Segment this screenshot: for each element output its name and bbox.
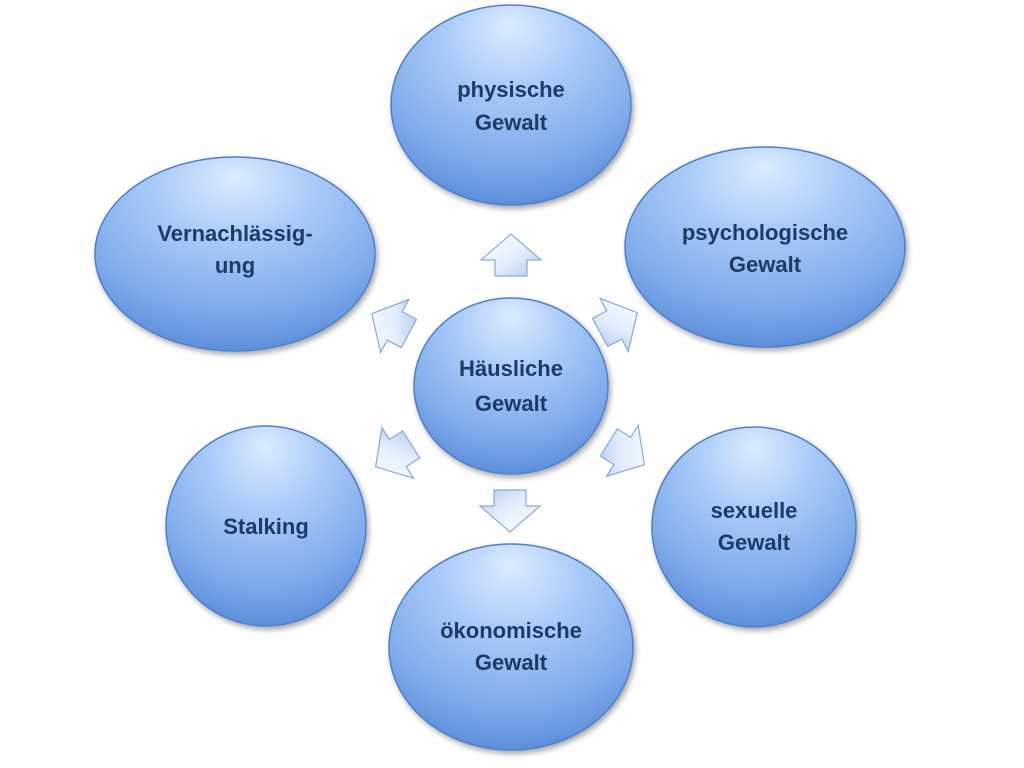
node-stalking-line1: Stalking xyxy=(223,514,309,539)
node-neglect-line2: ung xyxy=(215,253,255,278)
node-psychological: psychologische Gewalt xyxy=(624,146,906,348)
node-sexual-line1: sexuelle xyxy=(711,498,798,523)
node-neglect: Vernachlässig- ung xyxy=(94,156,376,352)
node-economic-line1: ökonomische xyxy=(440,618,582,643)
arrow-to-physical xyxy=(479,233,543,277)
arrow-to-sexual xyxy=(599,423,646,478)
node-physical-line2: Gewalt xyxy=(475,110,548,135)
node-physical-line1: physische xyxy=(457,77,565,102)
arrow-to-stalking xyxy=(374,425,421,480)
node-physical: physische Gewalt xyxy=(390,4,632,206)
center-line1: Häusliche xyxy=(459,356,563,381)
node-neglect-line1: Vernachlässig- xyxy=(157,221,312,246)
node-sexual: sexuelle Gewalt xyxy=(651,426,857,628)
center-line2: Gewalt xyxy=(475,391,548,416)
node-psychological-line2: Gewalt xyxy=(729,252,802,277)
node-sexual-line2: Gewalt xyxy=(718,530,791,555)
node-center-domestic-violence: Häusliche Gewalt xyxy=(413,297,609,475)
arrow-to-psychological xyxy=(591,297,638,354)
node-psychological-line1: psychologische xyxy=(682,220,848,245)
node-economic-line2: Gewalt xyxy=(475,650,548,675)
arrow-to-economic xyxy=(478,489,542,533)
arrow-to-neglect xyxy=(371,298,418,355)
node-economic: ökonomische Gewalt xyxy=(388,543,634,751)
node-stalking: Stalking xyxy=(165,425,367,627)
